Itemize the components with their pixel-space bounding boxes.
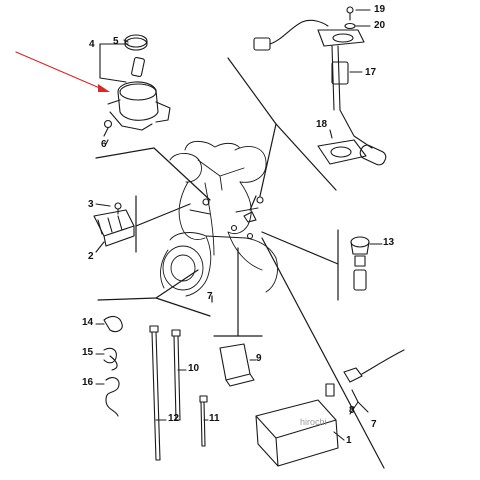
connector-set — [325, 349, 405, 415]
red-pointer-arrow — [15, 51, 110, 92]
part-number-7-center: 7 — [207, 291, 213, 302]
part-number-19: 19 — [374, 4, 386, 15]
part-number-7-right: 7 — [371, 419, 377, 430]
part-number-4: 4 — [89, 39, 95, 50]
cable-ties — [149, 325, 209, 461]
part-number-9: 9 — [256, 353, 262, 364]
part-number-2: 2 — [88, 251, 94, 262]
part-number-10: 10 — [188, 363, 200, 374]
part-number-3: 3 — [88, 199, 94, 210]
fuel-sender-assembly — [253, 6, 387, 166]
part-number-14: 14 — [82, 317, 94, 328]
part-number-8: 8 — [349, 405, 355, 416]
part-number-17: 17 — [365, 67, 377, 78]
part-number-12: 12 — [168, 413, 180, 424]
ignition-switch-assembly — [99, 34, 171, 145]
part-number-20: 20 — [374, 20, 386, 31]
part-number-15: 15 — [82, 347, 94, 358]
part-number-1: 1 — [346, 435, 352, 446]
part-number-5: 5 — [113, 36, 119, 47]
part-number-18: 18 — [316, 119, 328, 130]
cdi-unit-box — [255, 399, 345, 467]
part-number-11: 11 — [209, 413, 220, 424]
sensor-unit — [350, 236, 383, 291]
scooter-frame-outline — [160, 140, 278, 297]
part-number-6: 6 — [101, 139, 107, 150]
relay-unit — [219, 343, 257, 387]
part-number-13: 13 — [383, 237, 395, 248]
wire-clips — [95, 315, 123, 417]
watermark-text: hirochi — [300, 417, 327, 427]
callout-lines — [95, 57, 385, 469]
part-number-16: 16 — [82, 377, 94, 388]
small-fasteners — [202, 196, 264, 240]
regulator-unit — [93, 202, 135, 253]
